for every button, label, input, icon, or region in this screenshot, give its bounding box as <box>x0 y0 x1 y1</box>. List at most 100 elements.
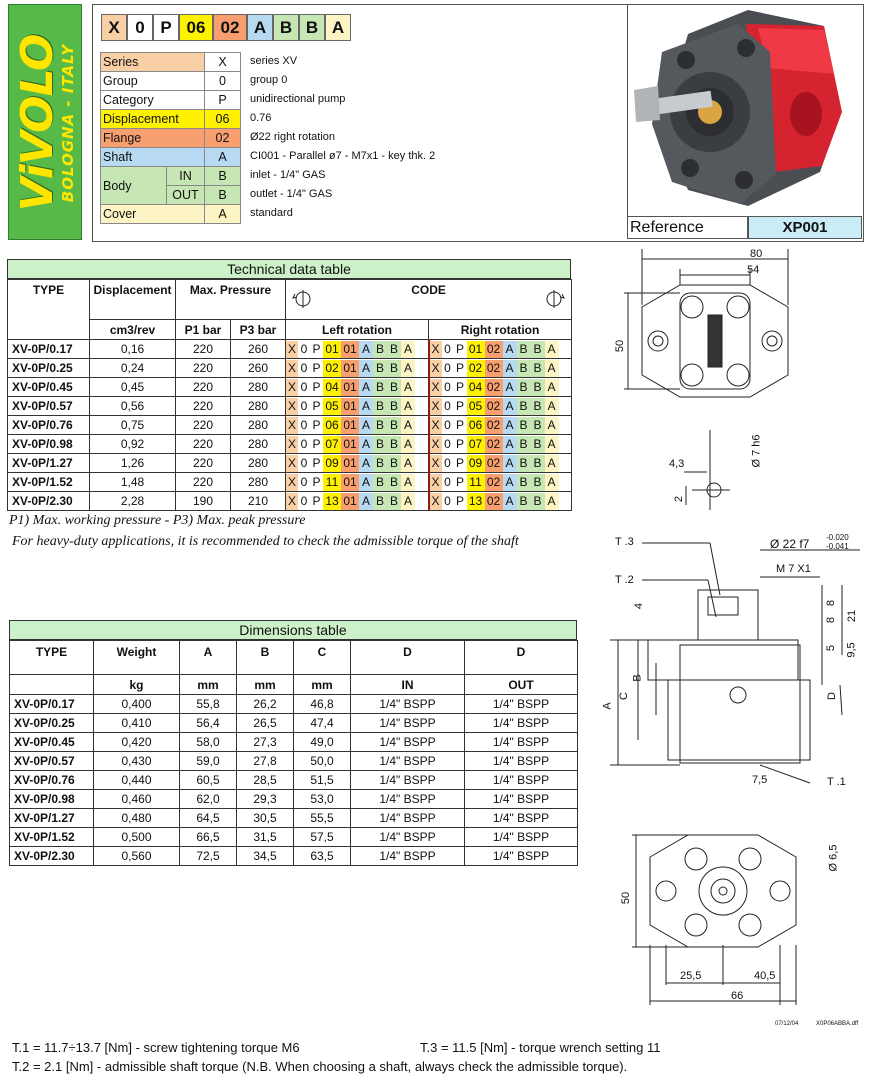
left-code-series: X <box>286 397 299 415</box>
pump-photo <box>634 10 842 206</box>
code-box: 0 <box>127 14 153 41</box>
right-code-cover: A <box>544 492 559 510</box>
right-code-out: B <box>530 397 545 415</box>
dim-50-bottom: 50 <box>620 891 633 905</box>
dim-c-value: 53,0 <box>293 789 351 809</box>
dim-d22-tol-hi: -0.020 <box>826 533 849 542</box>
tech-displacement: 0,56 <box>89 396 176 416</box>
tech-header-unit: cm3/rev <box>89 319 176 340</box>
left-code-shaft: A <box>359 473 374 491</box>
tech-p3: 280 <box>229 396 287 416</box>
dim-9-5: 9,5 <box>845 642 858 658</box>
technical-table: TYPE Displacement Max. Pressure CODE cm3… <box>7 279 573 511</box>
right-code-flange: 02 <box>484 473 503 491</box>
right-code-displacement: 06 <box>466 416 485 434</box>
legend-group-label: Group <box>100 71 205 91</box>
dim-type: XV-0P/1.27 <box>9 808 94 828</box>
right-code-cover: A <box>544 340 559 358</box>
dim-54: 54 <box>747 264 760 276</box>
right-code-cover: A <box>544 473 559 491</box>
right-code-group: 0 <box>441 416 454 434</box>
dim-type: XV-0P/0.76 <box>9 770 94 790</box>
dim-a-value: 60,5 <box>179 770 237 790</box>
right-code-series: X <box>430 435 442 453</box>
left-code-category: P <box>310 340 324 358</box>
dim-b-value: 30,5 <box>236 808 294 828</box>
dim-80: 80 <box>750 248 763 260</box>
right-code-flange: 02 <box>484 492 503 510</box>
right-code-displacement: 01 <box>466 340 485 358</box>
right-code-flange: 02 <box>484 416 503 434</box>
legend-displacement-code: 06 <box>204 109 241 129</box>
left-rotation-icon <box>292 290 311 308</box>
right-code-shaft: A <box>502 378 517 396</box>
left-code-category: P <box>310 397 324 415</box>
left-code-group: 0 <box>298 435 311 453</box>
right-code-out: B <box>530 473 545 491</box>
right-code-out: B <box>530 359 545 377</box>
tech-p1: 220 <box>175 358 231 378</box>
dim-b-value: 26,5 <box>236 713 294 733</box>
left-code-out: B <box>387 397 402 415</box>
left-code-series: X <box>286 435 299 453</box>
legend-category-code: P <box>204 90 241 110</box>
left-code-group: 0 <box>298 359 311 377</box>
left-code-series: X <box>286 378 299 396</box>
footer-t2: T.2 = 2.1 [Nm] - admissible shaft torque… <box>12 1059 628 1074</box>
left-code-out: B <box>387 378 402 396</box>
tech-p3: 280 <box>229 377 287 397</box>
dim-d-in-value: 1/4" BSPP <box>350 770 465 790</box>
left-code-displacement: 09 <box>323 454 342 472</box>
dim-a-value: 59,0 <box>179 751 237 771</box>
code-box: X <box>101 14 127 41</box>
legend-shaft-code: A <box>204 147 241 167</box>
label-t1: T .1 <box>827 776 846 788</box>
left-code-in: B <box>373 378 388 396</box>
left-code-in: B <box>373 397 388 415</box>
dim-b-value: 31,5 <box>236 827 294 847</box>
dim-unit-a: mm <box>179 674 237 695</box>
tech-type: XV-0P/0.98 <box>7 434 90 454</box>
dim-b-value: 28,5 <box>236 770 294 790</box>
right-code-shaft: A <box>502 492 517 510</box>
legend-body-label: Body <box>100 166 167 205</box>
code-box: 02 <box>213 14 247 41</box>
tech-p1: 220 <box>175 396 231 416</box>
tech-p3: 260 <box>229 358 287 378</box>
right-code-category: P <box>453 397 467 415</box>
code-box: 06 <box>179 14 213 41</box>
dim-21: 21 <box>846 609 859 623</box>
pressure-note: P1) Max. working pressure - P3) Max. pea… <box>9 513 306 528</box>
left-code-cover: A <box>401 473 416 491</box>
left-code-out: B <box>387 473 402 491</box>
dim-weight: 0,400 <box>93 694 180 714</box>
dim-4: 4 <box>633 602 646 610</box>
legend-cover-desc: standard <box>250 207 293 219</box>
dim-d-out-value: 1/4" BSPP <box>464 732 578 752</box>
left-code-group: 0 <box>298 492 311 510</box>
legend-group-desc: group 0 <box>250 74 288 86</box>
left-code-cover: A <box>401 435 416 453</box>
dim-d-out-value: 1/4" BSPP <box>464 713 578 733</box>
tech-header-displacement: Displacement <box>89 279 176 320</box>
dim-header-type: TYPE <box>9 640 94 675</box>
right-code-series: X <box>430 340 442 358</box>
tech-header-p1: P1 bar <box>175 319 231 340</box>
left-code-shaft: A <box>359 340 374 358</box>
dim-8a: 8 <box>825 599 838 607</box>
left-code-group: 0 <box>298 454 311 472</box>
dim-c-value: 63,5 <box>293 846 351 866</box>
dim-d: D <box>825 692 838 700</box>
